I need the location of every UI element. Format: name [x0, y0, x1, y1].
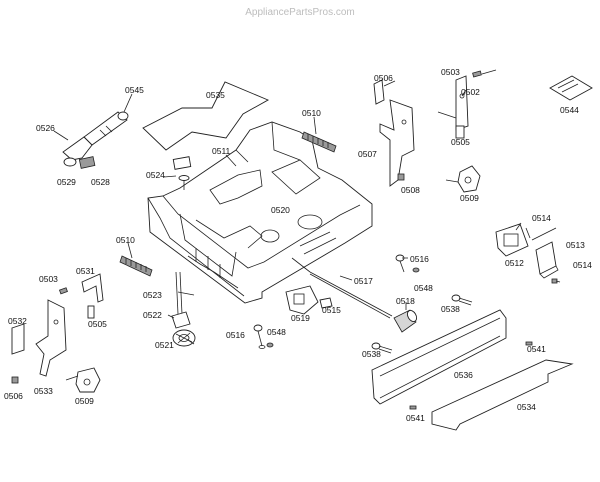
part-0548-nut-right[interactable] — [412, 267, 420, 273]
label-0516-middle[interactable]: 0516 — [226, 330, 245, 340]
part-0508-screw-top[interactable] — [397, 173, 405, 181]
part-0531-bracket[interactable] — [81, 273, 104, 303]
label-0531[interactable]: 0531 — [76, 266, 95, 276]
part-0519-valve[interactable] — [285, 285, 319, 315]
label-0536[interactable]: 0536 — [454, 370, 473, 380]
part-0505-clip-left[interactable] — [87, 305, 95, 319]
label-0503-left[interactable]: 0503 — [39, 274, 58, 284]
part-0528-bracket[interactable] — [78, 156, 96, 169]
part-0514-clip-upper[interactable] — [525, 227, 531, 239]
label-0526[interactable]: 0526 — [36, 123, 55, 133]
label-0548-middle[interactable]: 0548 — [267, 327, 286, 337]
part-0507-bracket[interactable] — [379, 99, 415, 187]
label-0532[interactable]: 0532 — [8, 316, 27, 326]
label-0508-top[interactable]: 0508 — [401, 185, 420, 195]
label-0507[interactable]: 0507 — [358, 149, 377, 159]
label-0516-right[interactable]: 0516 — [410, 254, 429, 264]
part-0506-screw-left[interactable] — [11, 376, 19, 384]
label-0510-left[interactable]: 0510 — [116, 235, 135, 245]
leader-lines — [53, 69, 561, 345]
label-0502[interactable]: 0502 — [461, 87, 480, 97]
part-0529-clamp[interactable] — [63, 157, 77, 167]
part-0503-screw-left[interactable] — [58, 287, 68, 295]
label-0518[interactable]: 0518 — [396, 296, 415, 306]
part-0524-screw[interactable] — [172, 156, 192, 190]
label-0512[interactable]: 0512 — [505, 258, 524, 268]
label-0514-bottom[interactable]: 0514 — [573, 260, 592, 270]
part-0505-clip-top[interactable] — [455, 125, 465, 139]
part-0536-front-panel[interactable] — [371, 309, 507, 405]
label-0510-top[interactable]: 0510 — [302, 108, 321, 118]
part-0535-cover-plate[interactable] — [142, 81, 270, 151]
part-0526-hose[interactable] — [62, 111, 129, 161]
part-0548-nut-middle[interactable] — [266, 342, 274, 348]
label-0506-top[interactable]: 0506 — [374, 73, 393, 83]
label-0520[interactable]: 0520 — [271, 205, 290, 215]
part-0523-rod[interactable] — [175, 271, 183, 315]
label-0517[interactable]: 0517 — [354, 276, 373, 286]
label-0548-right[interactable]: 0548 — [414, 283, 433, 293]
label-0528[interactable]: 0528 — [91, 177, 110, 187]
part-0516-screw-middle[interactable] — [253, 324, 266, 349]
label-0522[interactable]: 0522 — [143, 310, 162, 320]
part-0517-rod[interactable] — [309, 271, 393, 319]
label-0545[interactable]: 0545 — [125, 85, 144, 95]
label-0533[interactable]: 0533 — [34, 386, 53, 396]
label-0503-top[interactable]: 0503 — [441, 67, 460, 77]
label-0529[interactable]: 0529 — [57, 177, 76, 187]
part-0502-bracket[interactable] — [437, 75, 469, 131]
label-0521[interactable]: 0521 — [155, 340, 174, 350]
part-0521-wheel[interactable] — [172, 329, 196, 347]
label-0544[interactable]: 0544 — [560, 105, 579, 115]
part-0518-sensor[interactable] — [393, 309, 418, 333]
label-0513[interactable]: 0513 — [566, 240, 585, 250]
part-0511-base-tub[interactable] — [147, 121, 373, 304]
part-0510-float-upper[interactable] — [301, 131, 337, 153]
part-0510-float-lower[interactable] — [119, 255, 153, 277]
label-0506-left[interactable]: 0506 — [4, 391, 23, 401]
part-0515-clip[interactable] — [319, 297, 333, 309]
label-0505-top[interactable]: 0505 — [451, 137, 470, 147]
part-0516-screw-right[interactable] — [395, 254, 405, 273]
label-0535[interactable]: 0535 — [206, 90, 225, 100]
part-0512-housing[interactable] — [495, 223, 529, 257]
label-0509-left[interactable]: 0509 — [75, 396, 94, 406]
label-0511[interactable]: 0511 — [212, 146, 231, 156]
label-0509-top[interactable]: 0509 — [460, 193, 479, 203]
part-0544-gasket-pack[interactable] — [549, 75, 593, 101]
label-0541-upper[interactable]: 0541 — [527, 344, 546, 354]
label-0514-top[interactable]: 0514 — [532, 213, 551, 223]
label-0538-upper[interactable]: 0538 — [441, 304, 460, 314]
part-0509-switch-left[interactable] — [65, 367, 101, 393]
part-0541-screw-lower[interactable] — [409, 405, 417, 410]
part-0538-screw-upper[interactable] — [451, 294, 473, 306]
label-0523[interactable]: 0523 — [143, 290, 162, 300]
part-0533-bracket[interactable] — [35, 299, 67, 377]
part-0532-cover[interactable] — [11, 323, 25, 355]
part-0503-screw-top[interactable] — [472, 70, 482, 78]
part-0538-screw-lower[interactable] — [371, 342, 393, 354]
part-0522-bracket[interactable] — [171, 311, 191, 329]
label-0515[interactable]: 0515 — [322, 305, 341, 315]
part-0506-clip-top[interactable] — [373, 79, 385, 105]
label-0524[interactable]: 0524 — [146, 170, 165, 180]
part-0509-switch-top[interactable] — [445, 165, 481, 193]
part-number-labels: 0503 0502 0544 0506 0505 0507 0508 0509 … — [4, 67, 592, 423]
part-0541-screw-upper[interactable] — [525, 341, 533, 346]
part-0513-cover[interactable] — [535, 241, 559, 279]
watermark-text: AppliancePartsPros.com — [245, 7, 355, 18]
part-0534-plate[interactable] — [431, 359, 574, 431]
label-0538-lower[interactable]: 0538 — [362, 349, 381, 359]
label-0541-lower[interactable]: 0541 — [406, 413, 425, 423]
label-0505-left[interactable]: 0505 — [88, 319, 107, 329]
label-0534[interactable]: 0534 — [517, 402, 536, 412]
label-0519[interactable]: 0519 — [291, 313, 310, 323]
